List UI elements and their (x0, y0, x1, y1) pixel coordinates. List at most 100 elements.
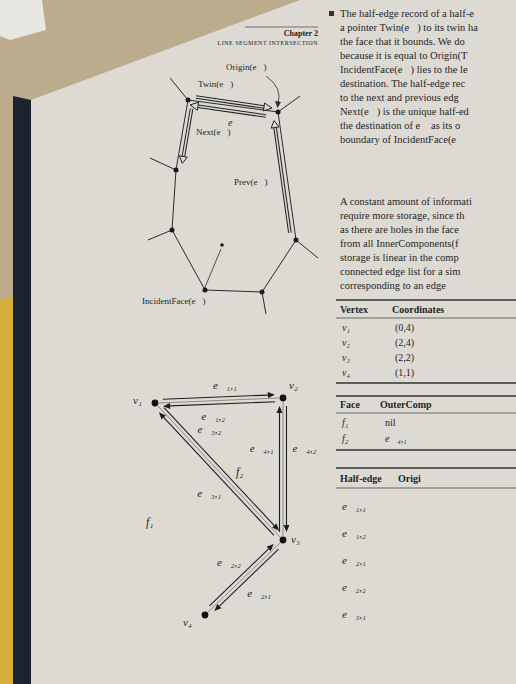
vertex-label: v₂ (289, 379, 298, 391)
vertex-label: v₁ (133, 394, 142, 406)
table-rules (336, 300, 516, 488)
half-edge-label: e⃗₁,₁ (212, 379, 238, 391)
leader-line (266, 76, 279, 104)
body-text-line: from all InnerComponents(f (340, 238, 458, 250)
vertex-dot: v₁ (151, 399, 159, 407)
vertex-dot: v₄ (201, 611, 209, 619)
table-cell: (2,2) (395, 352, 414, 363)
vertex-dot: v₂ (279, 394, 287, 402)
table-header: Origi (398, 473, 421, 484)
table-header: Coordinates (392, 304, 444, 315)
table-cell: e⃗₁,₁ (342, 500, 366, 512)
figure-label: Prev(e⃗) (234, 178, 268, 188)
vertex-label: v₄ (183, 616, 192, 628)
figure-label: IncidentFace(e⃗) (142, 297, 205, 307)
face-label: f₁ (146, 516, 154, 529)
leader-head (275, 101, 281, 108)
vertex-fill (202, 612, 209, 619)
body-text-line: require more storage, since th (340, 210, 465, 222)
face-figure (148, 78, 318, 314)
figure-label: Next(e⃗) (196, 128, 230, 138)
half-edge-line (164, 408, 274, 526)
arrow-head (284, 525, 290, 532)
vertex-shape (279, 394, 287, 402)
half-edge-label: e⃗₄,₁ (249, 442, 275, 454)
vertex-fill (152, 400, 159, 407)
body-text-line: the destination of e⃗ as its o (340, 120, 460, 132)
half-edge-line (163, 395, 268, 399)
body-text-line: to the next and previous edg (340, 92, 459, 104)
half-edge-arrow (159, 412, 274, 535)
table-cell: f₂ (342, 433, 348, 444)
vertex-shape (279, 536, 287, 544)
bullet (329, 11, 334, 16)
table-cell: e⃗₂,₂ (342, 581, 366, 593)
table-cell: nil (385, 417, 396, 428)
half-edge-symbols (180, 97, 290, 233)
half-edge-label: e⃗₃,₂ (197, 423, 223, 435)
half-edge-arrow (163, 392, 275, 399)
table-cell: v₃ (342, 352, 350, 363)
table-cell: (1,1) (395, 367, 414, 378)
body-text-line: A constant amount of informati (340, 196, 472, 208)
table-cell: v₁ (342, 322, 350, 333)
body-text-line: a pointer Twin(e⃗) to its twin ha (340, 22, 478, 34)
half-edge-arrow (284, 406, 290, 532)
header-rule (245, 27, 318, 28)
body-text-line: IncidentFace(e⃗) lies to the le (340, 64, 468, 76)
table-cell: v₂ (342, 337, 350, 348)
vertex-shape (151, 399, 159, 407)
vertex-shape (201, 611, 209, 619)
chapter-heading: Chapter 2 (284, 30, 318, 39)
half-edge-label: e⃗₃,₁ (196, 487, 222, 499)
half-edge-arrow (214, 549, 278, 611)
figure-label: e⃗ (228, 117, 240, 128)
subdivision-edges (158, 398, 283, 612)
arrow-head (159, 412, 166, 419)
table-header: Face (340, 399, 360, 410)
half-edge-label: e⃗₂,₁ (246, 587, 272, 599)
table-cell: e⃗₂,₁ (342, 554, 366, 566)
arrow-head (267, 544, 274, 551)
face-label: f₂ (236, 466, 244, 479)
table-cell: e⃗₄,₁ (385, 433, 407, 444)
leader-line (203, 249, 221, 292)
half-edge-arrow (209, 544, 273, 606)
table-header: Vertex (340, 304, 368, 315)
body-text-line: Next(e⃗) is the unique half-ed (340, 106, 469, 118)
arrow-head (214, 604, 221, 611)
table-cell: e⃗₃,₁ (342, 608, 366, 620)
body-text-line: boundary of IncidentFace(e⃗ (340, 134, 464, 146)
body-text-line: corresponding to an edge (340, 280, 446, 292)
chapter-title: LINE SEGMENT INTERSECTION (218, 40, 318, 47)
half-edge-line (279, 413, 280, 532)
table-cell: v₄ (342, 367, 350, 378)
arrow-head (272, 524, 279, 531)
half-edge-label: e⃗₂,₂ (216, 556, 242, 568)
vertex-label: v₃ (291, 533, 300, 545)
table-header: OuterComp (380, 399, 432, 410)
body-text-line: the face that it bounds. We do (340, 36, 465, 48)
book-cover (13, 96, 31, 684)
body-text-line: connected edge list for a sim (340, 266, 460, 278)
half-edge-label: e⃗₁,₂ (200, 410, 226, 422)
paper-scrap (0, 0, 46, 40)
arrow-head (268, 392, 275, 398)
vertex-fill (280, 395, 287, 402)
body-text-line: The half-edge record of a half-e (340, 8, 474, 20)
half-edge-line (164, 417, 274, 535)
half-edge-line (286, 406, 287, 525)
vertex-dot: v₃ (279, 536, 287, 544)
table-cell: (0,4) (395, 322, 414, 333)
vertex-fill (280, 537, 287, 544)
half-edge-label: e⃗₄,₂ (292, 442, 318, 454)
body-text-line: storage is linear in the comp (340, 252, 459, 264)
book-page (31, 0, 516, 684)
arrow-head (277, 406, 283, 413)
table-cell: f₁ (342, 417, 348, 428)
table-cell: (2,4) (395, 337, 414, 348)
body-text-line: because it is equal to Origin(T (340, 50, 467, 62)
half-edge-line (170, 402, 275, 406)
half-edge-arrow (277, 406, 283, 532)
